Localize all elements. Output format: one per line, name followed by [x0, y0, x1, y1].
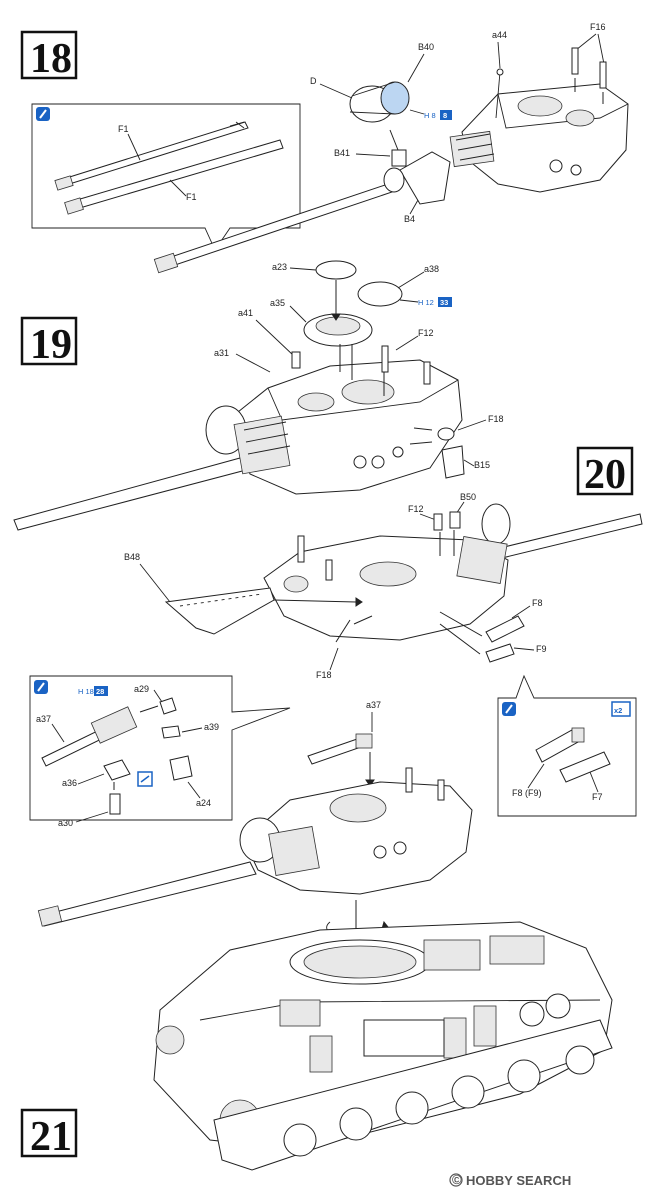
- turret-step20: [263, 503, 511, 641]
- label-b41: B41: [334, 148, 350, 158]
- step-21: 21 H 18 28 a29 a37 a39 a24 a36: [20, 675, 613, 1171]
- label-a39: a39: [204, 722, 219, 732]
- hatch-parts-19: a23 a35 a38 H 12 33 a41 a31 F12 F: [214, 260, 504, 479]
- paint-icon: [94, 686, 108, 696]
- svg-text:28: 28: [96, 687, 104, 696]
- paint-icon: [440, 110, 452, 120]
- step-20: 20 F12 B50 B48 F1: [124, 446, 643, 817]
- label-f1-top: F1: [118, 124, 129, 134]
- svg-text:33: 33: [440, 298, 448, 307]
- label-a37: a37: [366, 700, 381, 710]
- turret-step21: a37: [37, 700, 473, 927]
- label-a36: a36: [62, 778, 77, 788]
- watermark-text: HOBBY SEARCH: [466, 1173, 571, 1188]
- label-f18: F18: [488, 414, 504, 424]
- label-f16: F16: [590, 22, 606, 32]
- label-a37-inset: a37: [36, 714, 51, 724]
- long-barrel-20: [499, 513, 643, 559]
- hull: [153, 921, 613, 1171]
- label-f8: F8: [532, 598, 543, 608]
- mg-detail-inset: H 18 28 a29 a37 a39 a24 a36 a30: [29, 675, 291, 828]
- step-number-18: 18: [30, 36, 72, 82]
- label-a30: a30: [58, 818, 73, 828]
- label-a29: a29: [134, 684, 149, 694]
- step-19: 19 a23 a35 a38: [13, 260, 504, 531]
- label-a23: a23: [272, 262, 287, 272]
- turret-step18: a44 F16: [449, 22, 629, 193]
- label-b4: B4: [404, 214, 415, 224]
- label-f7: F7: [592, 792, 603, 802]
- mantlet-parts: D B40 H 8 8 B41 B4: [310, 42, 452, 224]
- multiplier-x2: x2: [614, 706, 622, 715]
- step-number-20: 20: [584, 452, 626, 498]
- label-f12: F12: [418, 328, 434, 338]
- step-box-19: [20, 316, 78, 366]
- paint-code-19: H 12: [418, 298, 434, 307]
- label-b15: B15: [474, 460, 490, 470]
- barrel-detail-inset: F1 F1: [31, 103, 301, 251]
- step-box-21: [20, 1108, 78, 1158]
- label-a41: a41: [238, 308, 253, 318]
- label-d: D: [310, 76, 317, 86]
- turret-step19: [205, 359, 463, 495]
- long-barrel-19: [13, 457, 247, 531]
- svg-text:8: 8: [443, 111, 447, 120]
- step-box-18: [20, 30, 78, 80]
- label-f8f9: F8 (F9): [512, 788, 542, 798]
- label-a31: a31: [214, 348, 229, 358]
- watermark-copyright: ©: [452, 1172, 462, 1187]
- step-number-21: 21: [30, 1114, 72, 1160]
- step-box-20: [576, 446, 634, 496]
- label-f12-20: F12: [408, 504, 424, 514]
- label-a35: a35: [270, 298, 285, 308]
- paint-code-18: H 8: [424, 111, 436, 120]
- label-b48: B48: [124, 552, 140, 562]
- label-b50: B50: [460, 492, 476, 502]
- paint-code-21: H 18: [78, 687, 94, 696]
- step-number-19: 19: [30, 322, 72, 368]
- step-18: 18 F1 F1 D: [20, 22, 629, 274]
- label-a44: a44: [492, 30, 507, 40]
- label-a38: a38: [424, 264, 439, 274]
- label-b40: B40: [418, 42, 434, 52]
- paint-icon: [438, 297, 452, 307]
- label-f1-bottom: F1: [186, 192, 197, 202]
- label-f18-20: F18: [316, 670, 332, 680]
- label-a24: a24: [196, 798, 211, 808]
- parts-20: F12 B50 B48 F18 F8 F9: [124, 492, 637, 817]
- label-f9: F9: [536, 644, 547, 654]
- watermark: © HOBBY SEARCH: [449, 1172, 571, 1188]
